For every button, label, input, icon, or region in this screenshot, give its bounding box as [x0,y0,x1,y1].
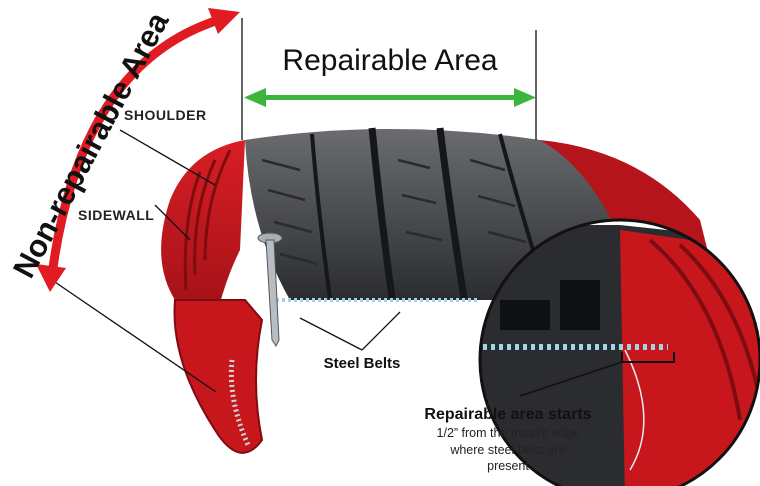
note-line-3: present [487,459,529,473]
steel-belts-label: Steel Belts [324,355,401,372]
note-line-1: 1/2” from the tread’s edge [437,426,580,440]
tread-grooves [310,127,550,299]
repairable-area-label: Repairable Area [282,44,497,77]
shoulder-ribs [183,149,232,291]
shoulder-label: SHOULDER [124,107,207,123]
bead-wire [228,359,251,447]
tread-sipes [261,158,527,266]
repairable-area-arrow [244,88,536,107]
leader-lines [51,18,537,393]
repairable-starts-label: Repairable area starts [424,406,591,423]
magnifier-pointer [519,361,623,397]
tire-cross-section [173,299,264,454]
non-repairable-area-label: Non-repairable Area [6,6,176,284]
magnified-detail [480,220,760,486]
sidewall-label: SIDEWALL [78,207,154,223]
nail-icon [257,232,283,347]
non-repairable-area-arrow [36,8,240,292]
magnifier-ring [478,218,760,486]
left-sidewall [161,140,245,380]
magnifier-bracket [621,352,675,363]
note-line-2: where steel belts are [449,443,565,457]
